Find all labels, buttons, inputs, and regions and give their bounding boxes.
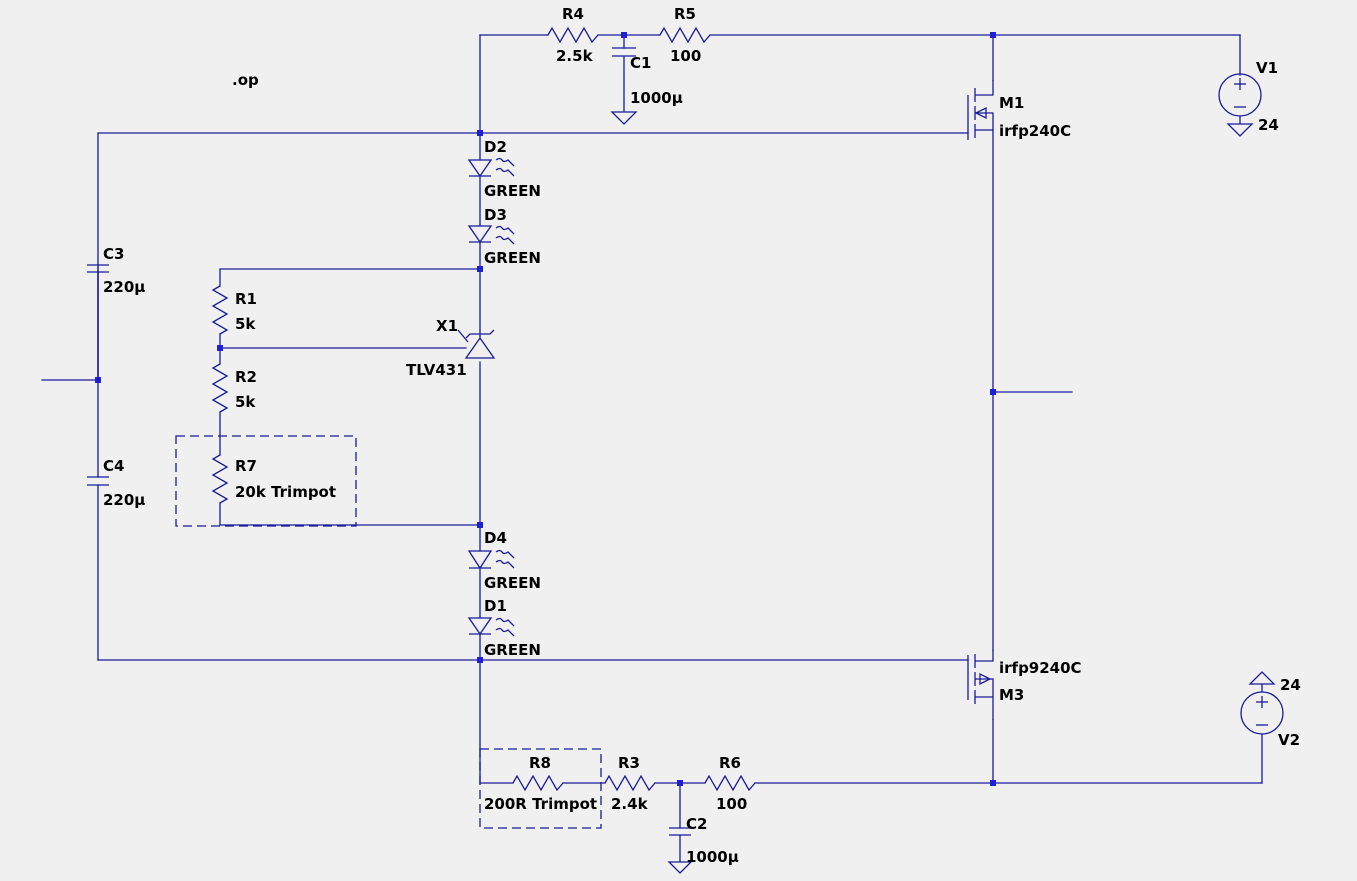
led-d4[interactable]: D4 GREEN — [467, 529, 541, 592]
arrow-icon — [974, 106, 987, 120]
voltage-source-v2[interactable]: 24 V2 — [1240, 671, 1301, 749]
c2-name: C2 — [686, 815, 707, 833]
wires — [41, 34, 1263, 829]
arrow-icon — [979, 672, 992, 686]
trimpot-r8-box — [479, 748, 602, 829]
led-d2[interactable]: D2 GREEN — [467, 138, 541, 200]
m1-name: M1 — [999, 94, 1024, 112]
r4-name: R4 — [562, 5, 584, 23]
led-d1[interactable]: D1 GREEN — [467, 597, 541, 659]
m3-value: irfp9240C — [999, 659, 1082, 677]
junction-dot — [477, 657, 483, 663]
junction-dot — [621, 32, 627, 38]
r2-value: 5k — [235, 393, 256, 411]
capacitor-c3[interactable]: C3 220µ — [87, 245, 145, 380]
capacitor-c4[interactable]: C4 220µ — [87, 457, 145, 509]
trimpot-r7-box — [175, 435, 357, 527]
c2-value: 1000µ — [686, 848, 739, 866]
resistor-r2[interactable]: R2 5k — [211, 363, 257, 413]
v1-value: 24 — [1258, 116, 1279, 134]
junction-dot — [990, 780, 996, 786]
light-ray-icon — [495, 235, 515, 245]
v1-name: V1 — [1256, 59, 1278, 77]
d2-name: D2 — [484, 138, 507, 156]
c1-name: C1 — [630, 54, 651, 72]
d1-name: D1 — [484, 597, 507, 615]
trimpot-r8[interactable]: R8 200R Trimpot — [479, 748, 602, 829]
r1-name: R1 — [235, 290, 257, 308]
c4-name: C4 — [103, 457, 124, 475]
r8-value: 200R Trimpot — [484, 795, 597, 813]
capacitor-c1[interactable]: C1 1000µ — [610, 47, 683, 125]
c3-name: C3 — [103, 245, 124, 263]
led-d3[interactable]: D3 GREEN — [467, 206, 541, 267]
resistor-r1[interactable]: R1 5k — [211, 285, 257, 335]
light-ray-icon — [495, 157, 515, 167]
light-ray-icon — [495, 559, 515, 569]
junctions — [95, 32, 996, 786]
light-ray-icon — [495, 617, 515, 627]
junction-dot — [990, 389, 996, 395]
x1-name: X1 — [436, 317, 458, 335]
ground-symbol — [667, 861, 693, 874]
junction-dot — [677, 780, 683, 786]
c1-value: 1000µ — [630, 89, 683, 107]
junction-dot — [217, 345, 223, 351]
d3-value: GREEN — [484, 249, 541, 267]
junction-dot — [477, 130, 483, 136]
r4-value: 2.5k — [556, 47, 594, 65]
shunt-regulator-x1[interactable]: X1 TLV431 — [406, 317, 496, 379]
r7-name: R7 — [235, 457, 257, 475]
light-ray-icon — [495, 549, 515, 559]
junction-dot — [990, 32, 996, 38]
d3-name: D3 — [484, 206, 507, 224]
r6-name: R6 — [719, 754, 741, 772]
d4-value: GREEN — [484, 574, 541, 592]
r8-name: R8 — [529, 754, 551, 772]
spice-directive[interactable]: .op — [232, 71, 259, 89]
r1-value: 5k — [235, 315, 256, 333]
x1-value: TLV431 — [406, 361, 467, 379]
resistor-r5[interactable]: R5 100 — [659, 5, 711, 65]
light-ray-icon — [495, 627, 515, 637]
r6-value: 100 — [716, 795, 747, 813]
ground-symbol — [610, 111, 638, 125]
resistor-r3[interactable]: R3 2.4k — [604, 754, 656, 813]
d2-value: GREEN — [484, 182, 541, 200]
m1-value: irfp240C — [999, 122, 1071, 140]
m3-name: M3 — [999, 686, 1024, 704]
light-ray-icon — [495, 167, 515, 177]
r2-name: R2 — [235, 368, 257, 386]
d1-value: GREEN — [484, 641, 541, 659]
r5-value: 100 — [670, 47, 701, 65]
junction-dot — [477, 522, 483, 528]
resistor-r6[interactable]: R6 100 — [704, 754, 756, 813]
mosfet-m1[interactable]: M1 irfp240C — [967, 80, 1071, 140]
r3-value: 2.4k — [611, 795, 649, 813]
d4-name: D4 — [484, 529, 507, 547]
r3-name: R3 — [618, 754, 640, 772]
light-ray-icon — [495, 225, 515, 235]
resistor-r4[interactable]: R4 2.5k — [547, 5, 599, 65]
trimpot-r7[interactable]: R7 20k Trimpot — [175, 435, 357, 527]
c3-value: 220µ — [103, 278, 145, 296]
v2-value: 24 — [1280, 676, 1301, 694]
junction-dot — [477, 266, 483, 272]
r5-name: R5 — [674, 5, 696, 23]
v2-name: V2 — [1278, 731, 1300, 749]
voltage-source-v1[interactable]: V1 24 — [1218, 59, 1279, 137]
supply-symbol — [1248, 671, 1276, 685]
ground-symbol — [1226, 123, 1254, 137]
capacitor-c2[interactable]: C2 1000µ — [667, 815, 739, 874]
r7-value: 20k Trimpot — [235, 483, 336, 501]
mosfet-m3[interactable]: irfp9240C M3 — [967, 650, 1082, 720]
c4-value: 220µ — [103, 491, 145, 509]
